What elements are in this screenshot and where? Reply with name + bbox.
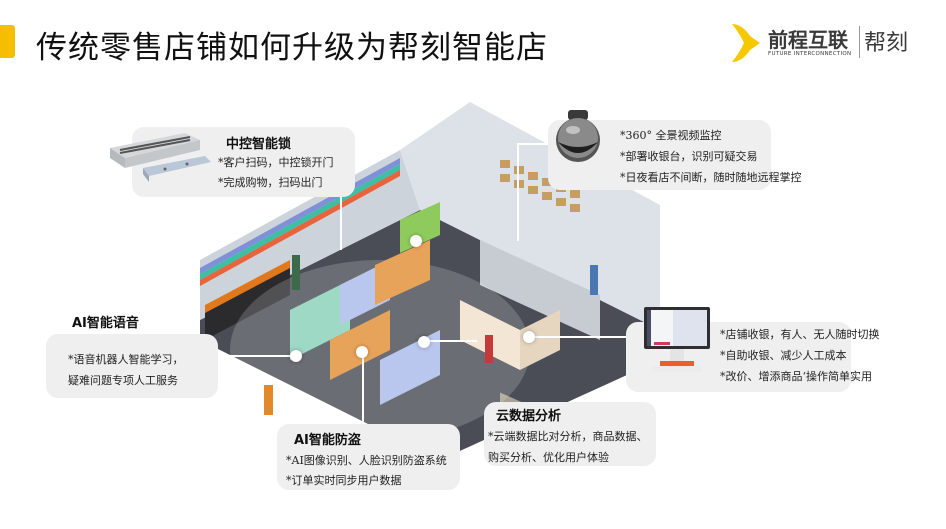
hotspot-pos[interactable] [523,331,535,343]
cloud-data-line-1: *云端数据比对分析，商品数据、 [488,430,648,443]
smart-lock-title: 中控智能锁 [226,137,292,152]
logo-company-en: FUTURE INTERCONNECTION [768,51,852,57]
hotspot-cloud[interactable] [418,336,430,348]
logo-brand: 帮刻 [864,31,909,56]
ai-voice-card [46,334,218,398]
ai-antitheft-title: AI智能防盗 [294,433,361,448]
ai-antitheft-card [277,424,460,490]
pos-line-1: *店铺收银，有人、无人随时切换 [720,328,880,341]
logo-mark-icon [732,24,760,62]
camera-line-3: *日夜看店不间断，随时随地远程掌控 [620,171,802,184]
connector-pos [528,336,628,356]
cloud-data-title: 云数据分析 [496,409,562,424]
store-illustration [200,102,660,460]
logo-divider [859,26,860,58]
pos-line-3: *改价、增添商品‘操作简单实用 [720,370,872,383]
logo-company-cn: 前程互联 [768,28,848,52]
connector-cloud [422,340,477,342]
pos-line-2: *自助收银、减少人工成本 [720,349,847,362]
page-title: 传统零售店铺如何升级为帮刻智能店 [36,30,548,66]
ai-voice-line-2: 疑难问题专项人工服务 [68,374,178,387]
ai-antitheft-line-2: *订单实时同步用户数据 [286,474,402,487]
cloud-data-line-2: 购买分析、优化用户体验 [488,451,609,464]
connector-camera [517,143,557,241]
connector-voice [218,355,298,357]
ai-antitheft-line-1: *AI图像识别、人脸识别防盗系统 [286,454,447,467]
camera-line-1: *360° 全景视频监控 [620,129,722,142]
company-logo: 前程互联 FUTURE INTERCONNECTION 帮刻 [730,18,930,68]
magnetic-lock-icon [110,133,211,182]
hotspot-camera[interactable] [410,235,422,247]
dome-camera-icon [556,110,600,162]
pos-terminal-icon [644,307,710,372]
connector-antitheft [362,355,364,425]
hotspot-voice[interactable] [290,350,302,362]
cloud-data-card [484,402,656,466]
ai-voice-title: AI智能语音 [72,316,139,331]
title-accent-bar [0,25,15,58]
hotspot-antitheft[interactable] [356,346,368,358]
ai-voice-line-1: *语音机器人智能学习， [68,353,184,366]
camera-line-2: *部署收银台，识别可疑交易 [620,150,758,163]
smart-lock-line-1: *客户扫码，中控锁开门 [218,156,334,169]
connector-lock [340,190,342,250]
smart-lock-line-2: *完成购物，扫码出门 [218,176,323,189]
